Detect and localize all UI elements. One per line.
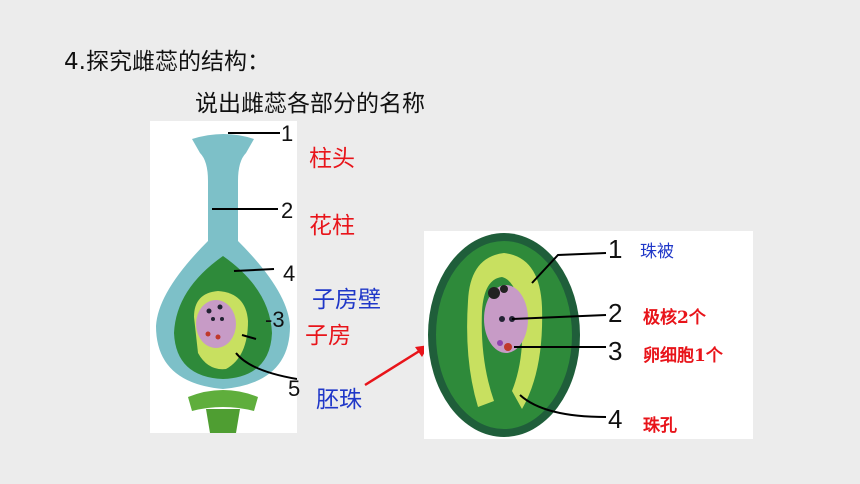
label-stigma: 柱头 bbox=[309, 146, 355, 172]
egg-dot bbox=[215, 334, 221, 340]
synergid-dot bbox=[497, 340, 503, 346]
label-polar-nuclei: 极核2个 bbox=[643, 308, 706, 328]
ovule-marker-4: 4 bbox=[608, 404, 623, 434]
leader-line-4 bbox=[233, 268, 275, 272]
leader-line-1 bbox=[531, 252, 607, 284]
inner-layer bbox=[467, 253, 543, 409]
embryo-sac bbox=[484, 285, 528, 353]
receptacle-shape bbox=[188, 390, 258, 411]
polar-nucleus-dot bbox=[499, 316, 505, 322]
pistil-marker-3: -3 bbox=[265, 307, 285, 332]
leader-line-2 bbox=[511, 314, 607, 320]
leader-line-4 bbox=[519, 394, 607, 418]
ovule-figure bbox=[424, 231, 753, 439]
ovule-drawing bbox=[428, 233, 607, 437]
label-style: 花柱 bbox=[309, 213, 355, 239]
page-subtitle: 说出雌蕊各部分的名称 bbox=[195, 91, 425, 117]
label-egg-cell: 卵细胞1个 bbox=[643, 346, 723, 366]
ovule-marker-2: 2 bbox=[608, 298, 623, 328]
nucleus-dot bbox=[206, 308, 212, 314]
pistil-figure bbox=[150, 121, 298, 433]
embryo-sac bbox=[196, 300, 236, 348]
nucleus-dot bbox=[217, 304, 223, 310]
label-micropyle: 珠孔 bbox=[643, 416, 677, 436]
nucleus-dot bbox=[220, 317, 224, 321]
pistil-marker-2: 2 bbox=[281, 198, 294, 223]
ovule-marker-3: 3 bbox=[608, 336, 623, 366]
label-ovule: 胚珠 bbox=[316, 387, 362, 413]
label-ovary-wall: 子房壁 bbox=[312, 287, 381, 313]
ovule-marker-1: 1 bbox=[608, 234, 623, 264]
arrow-icon bbox=[364, 345, 429, 387]
label-ovary: 子房 bbox=[305, 323, 351, 349]
pistil-marker-4: 4 bbox=[283, 261, 296, 286]
egg-dot bbox=[205, 331, 211, 337]
egg-cell-dot bbox=[504, 343, 512, 351]
label-integument: 珠被 bbox=[640, 242, 674, 262]
leader-line-5 bbox=[235, 352, 298, 380]
antipodal-dot bbox=[500, 285, 508, 293]
antipodal-dot bbox=[488, 287, 500, 299]
pistil-drawing bbox=[156, 132, 298, 433]
stalk-shape bbox=[206, 409, 240, 433]
nucleus-dot bbox=[211, 317, 215, 321]
leader-line-3 bbox=[241, 334, 257, 340]
page-title: 4.探究雌蕊的结构： bbox=[64, 49, 270, 75]
pistil-marker-5: 5 bbox=[288, 376, 301, 401]
pistil-marker-1: 1 bbox=[281, 121, 294, 146]
